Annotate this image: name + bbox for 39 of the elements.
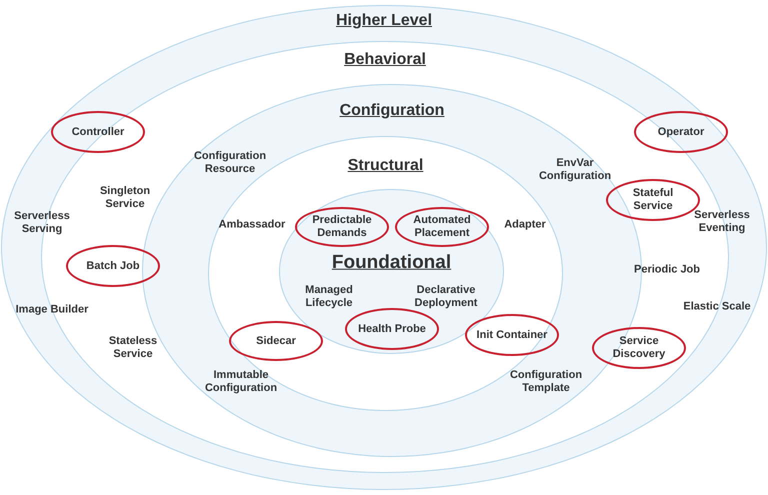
- pattern-name: Automated Placement: [412, 214, 472, 240]
- pattern-ellipse: [592, 327, 686, 369]
- pattern-ellipse: [465, 314, 559, 356]
- pattern-label: EnvVar Configuration: [538, 157, 612, 183]
- pattern-name: Sidecar: [256, 334, 296, 348]
- layer-title: Higher Level: [336, 11, 432, 31]
- pattern-label: Stateless Service: [108, 335, 158, 361]
- pattern-label: Image Builder: [16, 304, 88, 316]
- pattern-ellipse: [66, 245, 160, 287]
- pattern-ellipse: [229, 321, 323, 361]
- pattern-label: Adapter: [504, 218, 546, 232]
- pattern-ellipse: [395, 207, 489, 247]
- pattern-label: Ambassador: [218, 218, 286, 232]
- pattern-name: Service Discovery: [612, 335, 666, 361]
- layer-title: Foundational: [332, 250, 452, 275]
- layer-title: Configuration: [340, 101, 444, 121]
- pattern-name: Operator: [658, 126, 704, 138]
- pattern-name: Stateful Service: [632, 187, 674, 213]
- pattern-ellipse: [51, 111, 145, 153]
- layer-title: Behavioral: [344, 50, 426, 70]
- pattern-label: Elastic Scale: [683, 300, 751, 314]
- pattern-label: Serverless Eventing: [693, 209, 751, 235]
- pattern-ellipse: [295, 207, 389, 247]
- pattern-ellipse: [345, 308, 439, 350]
- pattern-label: Serverless Serving: [13, 210, 71, 236]
- layer-title: Structural: [348, 156, 424, 176]
- pattern-name: Init Container: [476, 328, 548, 342]
- pattern-name: Batch Job: [86, 260, 140, 272]
- pattern-name: Controller: [72, 126, 124, 138]
- pattern-label: Declarative Deployment: [414, 284, 478, 310]
- pattern-label: Configuration Resource: [192, 150, 268, 176]
- pattern-label: Singleton Service: [98, 185, 152, 211]
- pattern-label: Immutable Configuration: [204, 369, 278, 395]
- pattern-label: Managed Lifecycle: [304, 284, 354, 310]
- pattern-ellipse: [634, 111, 728, 153]
- pattern-label: Periodic Job: [634, 264, 700, 276]
- pattern-name: Health Probe: [358, 322, 426, 336]
- pattern-label: Configuration Template: [508, 369, 584, 395]
- pattern-name: Predictable Demands: [311, 214, 373, 240]
